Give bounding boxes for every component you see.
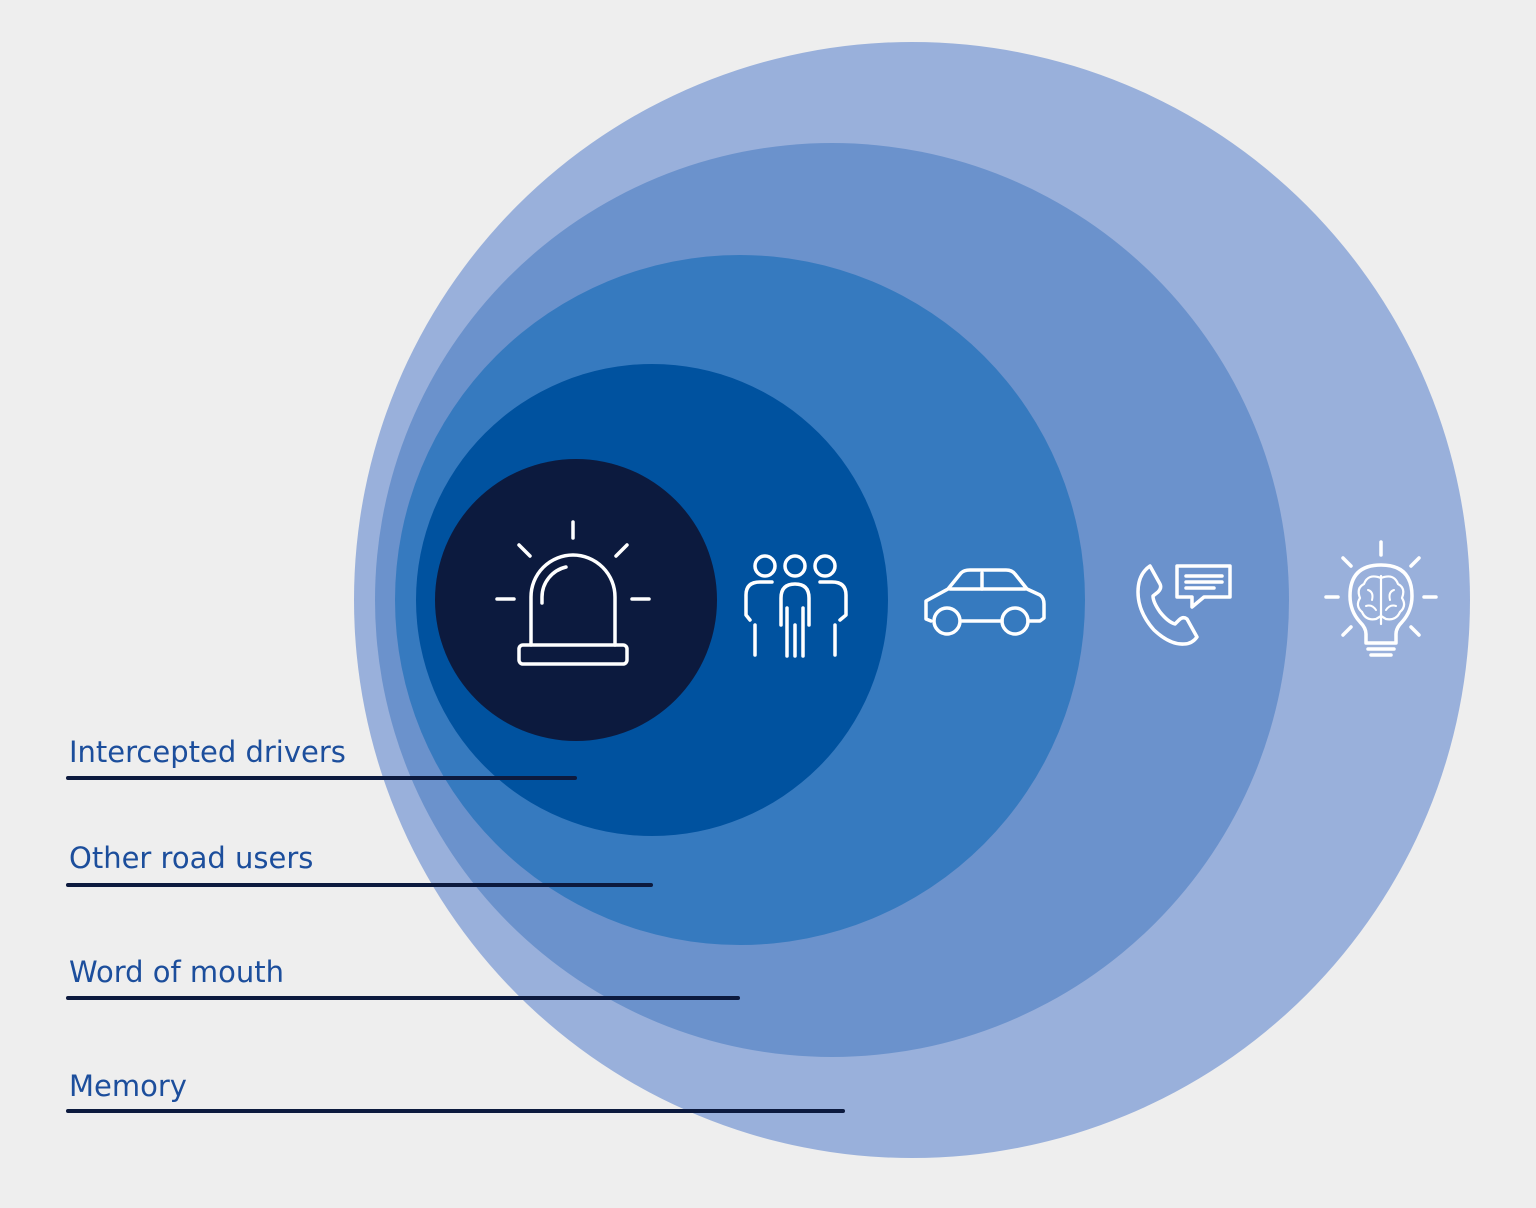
label-group-intercepted-drivers: Intercepted drivers — [66, 735, 577, 780]
car-icon — [924, 568, 1046, 636]
label-group-word-of-mouth: Word of mouth — [66, 955, 740, 1000]
label-word-of-mouth: Word of mouth — [69, 955, 284, 989]
label-intercepted-drivers: Intercepted drivers — [69, 735, 346, 769]
label-group-memory: Memory — [66, 1069, 845, 1113]
circle-core — [435, 459, 717, 741]
phone-message-icon — [1136, 564, 1232, 646]
label-other-road-users: Other road users — [69, 841, 313, 875]
label-group-other-road-users: Other road users — [66, 841, 653, 887]
siren-icon — [495, 520, 651, 666]
lightbulb-brain-icon — [1324, 540, 1438, 657]
people-group-icon — [744, 554, 848, 658]
label-memory: Memory — [69, 1069, 187, 1103]
